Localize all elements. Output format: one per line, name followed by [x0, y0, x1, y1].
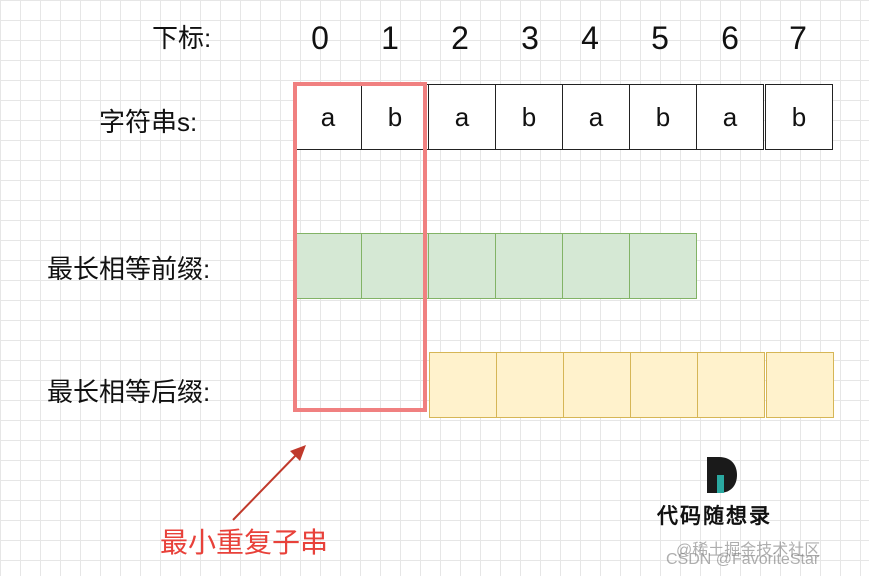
string-cell: a: [562, 84, 630, 150]
index-6: 6: [721, 20, 739, 56]
suffix-cell: [766, 352, 834, 418]
string-cell: a: [696, 84, 764, 150]
index-3: 3: [521, 20, 539, 56]
suffix-cell: [496, 352, 564, 418]
index-0: 0: [311, 20, 329, 56]
suffix-cell: [630, 352, 698, 418]
index-2: 2: [451, 20, 469, 56]
suffix-cell: [697, 352, 765, 418]
index-7: 7: [789, 20, 807, 56]
watermark-juejin: @稀土掘金技术社区: [676, 542, 821, 559]
string-label: 字符串s:: [99, 107, 198, 137]
index-label: 下标:: [152, 23, 212, 53]
prefix-cell: [428, 233, 496, 299]
index-5: 5: [651, 20, 669, 56]
prefix-cell: [629, 233, 697, 299]
suffix-cell: [563, 352, 631, 418]
d-logo-icon: [707, 457, 737, 493]
string-cell: b: [361, 84, 429, 150]
string-cell: b: [629, 84, 697, 150]
prefix-cell: [361, 233, 429, 299]
prefix-cell: [562, 233, 630, 299]
min-repeat-highlight-box: [293, 82, 427, 412]
string-cell: b: [765, 84, 833, 150]
suffix-label: 最长相等后缀:: [47, 377, 211, 407]
index-4: 4: [581, 20, 599, 56]
annotation-min-repeat-substring: 最小重复子串: [160, 527, 329, 558]
prefix-label: 最长相等前缀:: [47, 254, 211, 284]
watermark-csdn: CSDN @FavoriteStar: [666, 551, 820, 568]
logo-text: 代码随想录: [657, 503, 772, 528]
index-1: 1: [381, 20, 399, 56]
